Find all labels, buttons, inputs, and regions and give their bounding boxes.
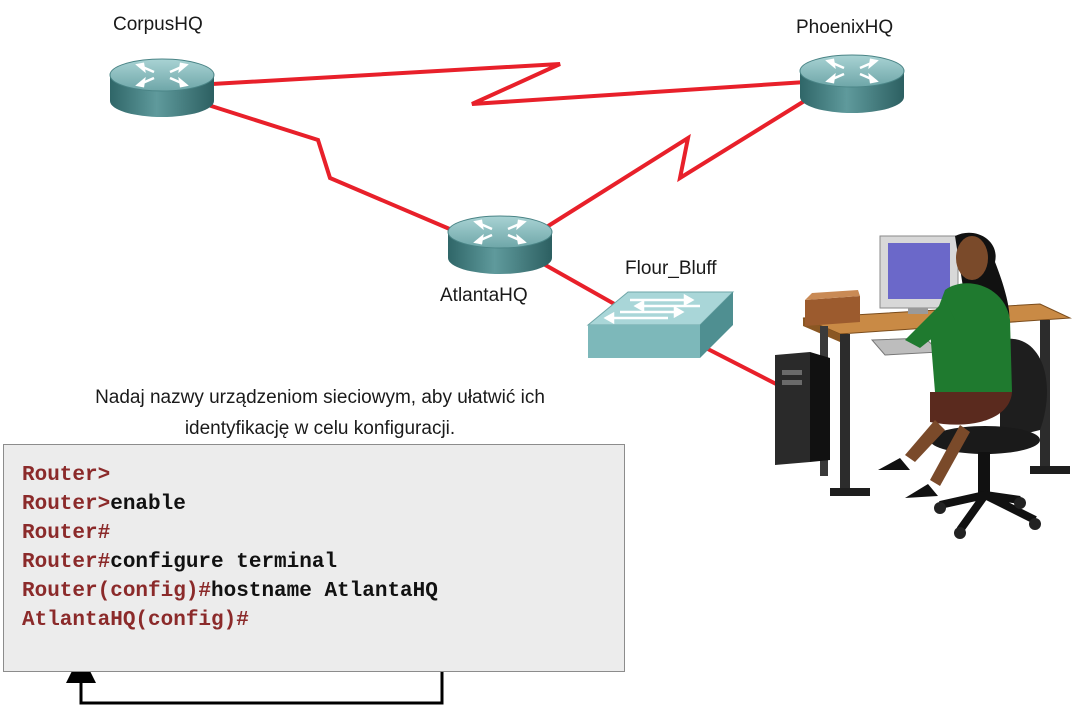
- cli-prompt: AtlantaHQ(config)#: [22, 609, 249, 632]
- link-atlanta-switch: [539, 260, 626, 312]
- cli-prompt: Router>: [22, 493, 111, 516]
- cli-prompt: Router#: [22, 522, 111, 545]
- router-icon: [109, 58, 215, 117]
- cli-line: Router#: [22, 519, 110, 548]
- link-phoenix-atlanta: [543, 98, 808, 230]
- router-icon: [447, 215, 553, 274]
- switch-icon: [586, 291, 735, 358]
- cli-prompt: Router>: [22, 464, 111, 487]
- router-icon: [799, 54, 905, 113]
- workstation-illustration: [775, 232, 1072, 539]
- caption-line-1: Nadaj nazwy urządzeniom sieciowym, aby u…: [95, 387, 545, 408]
- link-corpus-atlanta: [204, 102, 453, 232]
- cli-prompt: Router(config)#: [22, 580, 212, 603]
- cli-terminal-box: Router> Router>enable Router# Router#con…: [3, 444, 625, 672]
- cli-line: Router#configure terminal: [22, 548, 337, 577]
- network-links: [204, 62, 808, 388]
- device-label-corpus: CorpusHQ: [113, 14, 203, 35]
- caption: Nadaj nazwy urządzeniom sieciowym, aby u…: [30, 382, 610, 444]
- cli-line: AtlantaHQ(config)#: [22, 606, 249, 635]
- device-label-switch: Flour_Bluff: [625, 258, 717, 279]
- cli-command: configure terminal: [110, 551, 338, 574]
- device-label-atlanta: AtlantaHQ: [440, 285, 528, 306]
- caption-line-2: identyfikację w celu konfiguracji.: [184, 418, 456, 439]
- cli-line: Router(config)#hostname AtlantaHQ: [22, 577, 438, 606]
- cli-command: enable: [110, 493, 186, 516]
- link-corpus-phoenix: [211, 62, 807, 106]
- cli-command: hostname AtlantaHQ: [211, 580, 438, 603]
- cli-line: Router>: [22, 461, 110, 490]
- cli-prompt: Router#: [22, 551, 111, 574]
- link-switch-workstation: [699, 343, 781, 388]
- cli-line: Router>enable: [22, 490, 186, 519]
- device-label-phoenix: PhoenixHQ: [796, 17, 894, 38]
